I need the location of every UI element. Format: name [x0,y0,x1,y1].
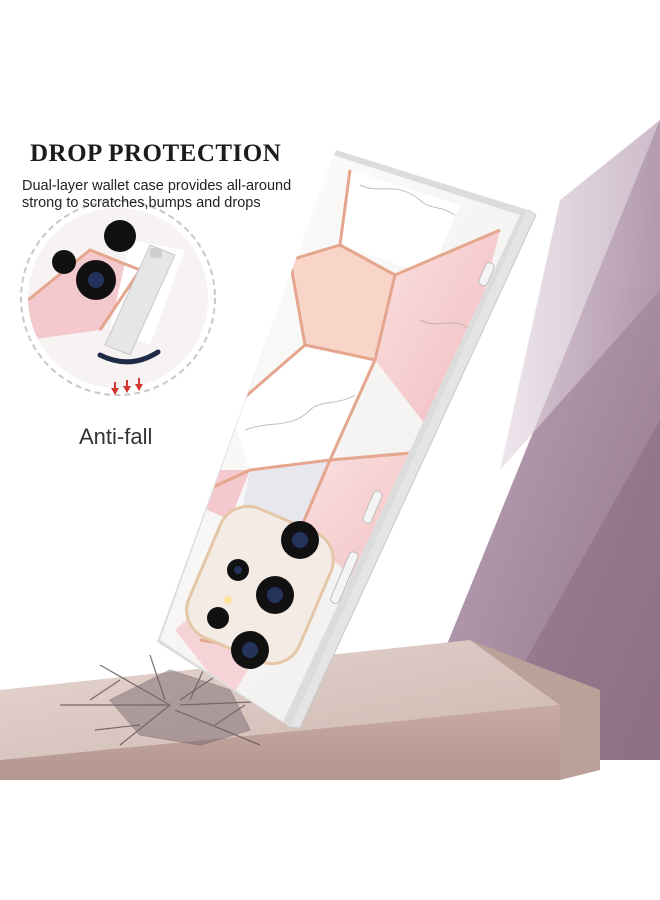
bump-swoosh [97,349,161,365]
camera-lens-icons [207,521,319,669]
pedestal-side [470,640,600,780]
pedestal-front [0,705,560,780]
zoom-callout-circle [20,200,216,396]
description-line-1: Dual-layer wallet case provides all-arou… [22,178,292,194]
background-sheen [500,120,660,470]
camera-module [185,504,335,669]
impact-arrow-icons [111,378,143,395]
anti-fall-label: Anti-fall [79,424,153,449]
headline: DROP PROTECTION [30,140,282,167]
description-line-2: strong to scratches,bumps and drops [22,195,261,211]
